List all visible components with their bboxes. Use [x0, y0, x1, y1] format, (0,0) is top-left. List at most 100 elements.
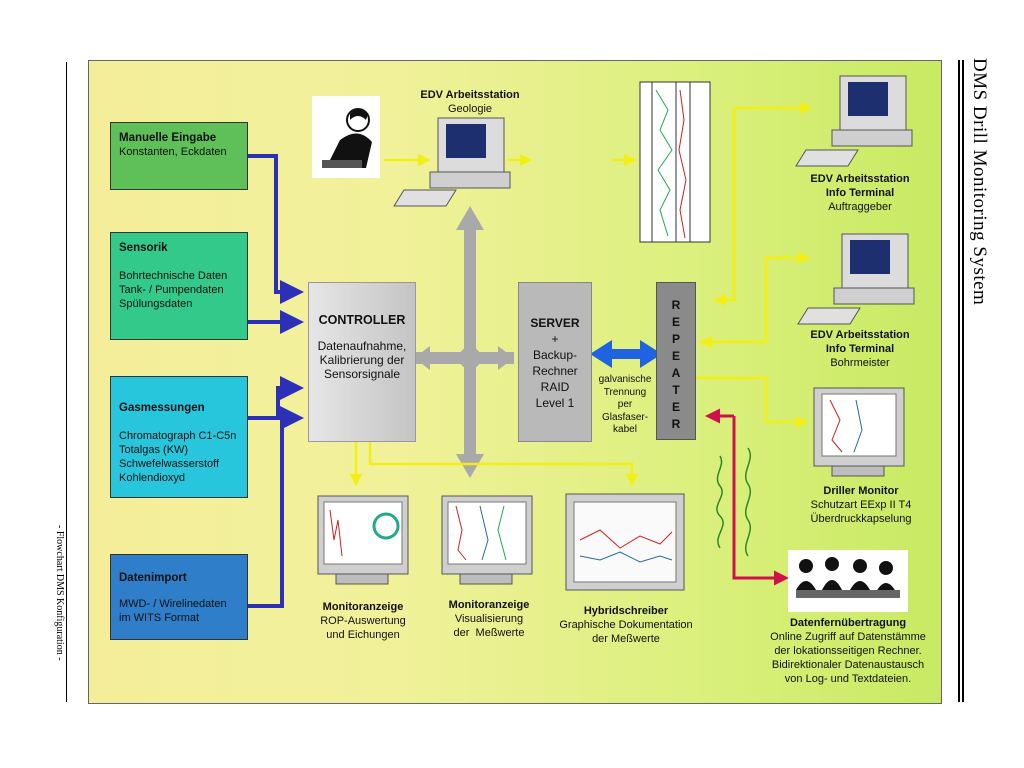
- sensorik-line: Spülungsdaten: [119, 298, 193, 310]
- separation-line: per: [617, 399, 633, 410]
- right-divider-1: [958, 60, 960, 702]
- auftraggeber-line: Auftraggeber: [828, 201, 892, 213]
- import-line: im WITS Format: [119, 612, 200, 624]
- gas-box: Gasmessungen Chromatograph C1-C5n Totalg…: [110, 376, 248, 498]
- separation-line: Trennung: [603, 386, 647, 398]
- server-line: Level 1: [535, 396, 575, 410]
- import-box: Datenimport MWD- / Wirelinedaten im WITS…: [110, 554, 248, 640]
- repeater-letter: E: [671, 315, 680, 329]
- controller-title: CONTROLLER: [318, 313, 406, 327]
- page-title: DMS Drill Monitoring System: [969, 58, 990, 306]
- repeater-letter: A: [671, 366, 681, 380]
- separation-line: kabel: [613, 424, 637, 435]
- auftraggeber-title: EDV Arbeitsstation: [810, 173, 910, 185]
- repeater-letter: R: [671, 298, 681, 312]
- driller-caption: Driller Monitor Schutzart EExp II T4 Übe…: [786, 484, 936, 526]
- rop-monitor-icon: [317, 495, 409, 585]
- arrow-import: [248, 406, 304, 608]
- remote-line: Bidirektionaler Datenaustausch: [771, 659, 925, 671]
- sensorik-line: Tank- / Pumpendaten: [119, 284, 224, 296]
- remote-caption: Datenfernübertragung Online Zugriff auf …: [752, 616, 944, 686]
- rop-title: Monitoranzeige: [322, 601, 404, 613]
- left-caption: - Flowchart DMS Konfiguration -: [54, 525, 65, 661]
- repeater-letter: E: [671, 400, 680, 414]
- meeting-people-icon: [788, 550, 908, 612]
- yellow-arrows: [349, 101, 813, 487]
- import-line: MWD- / Wirelinedaten: [119, 598, 227, 610]
- server-line: Backup-: [532, 348, 578, 362]
- geologie-line: Geologie: [447, 103, 493, 115]
- server-line: +: [551, 332, 559, 346]
- repeater-letter: P: [671, 332, 680, 346]
- rop-line: ROP-Auswertung: [320, 615, 406, 627]
- auftraggeber-line: Info Terminal: [825, 187, 895, 199]
- visual-monitor-icon: [441, 495, 533, 585]
- controller-line: Sensorsignale: [323, 367, 401, 381]
- gray-cross: [414, 206, 514, 478]
- repeater-letter: R: [671, 417, 681, 431]
- remote-line: Online Zugriff auf Datenstämme: [770, 631, 926, 643]
- server-box: SERVER + Backup- Rechner RAID Level 1: [518, 282, 592, 442]
- repeater-letter: T: [672, 383, 680, 397]
- geologie-caption: EDV Arbeitsstation Geologie: [400, 88, 540, 116]
- fiber-arrow: [590, 340, 662, 368]
- repeater-letter: E: [671, 349, 680, 363]
- separation-label: galvanische Trennung per Glasfaser- kabe…: [588, 374, 662, 437]
- gas-title: Gasmessungen: [119, 402, 205, 414]
- arrow-gas: [248, 376, 304, 420]
- remote-title: Datenfernübertragung: [789, 617, 907, 629]
- bohrmeister-line: Info Terminal: [825, 343, 895, 355]
- repeater-box: R E P E A T E R: [656, 282, 696, 440]
- gas-line: Totalgas (KW): [119, 444, 189, 456]
- gas-line: Chromatograph C1-C5n: [119, 430, 237, 442]
- hybrid-line: der Meßwerte: [592, 633, 660, 645]
- log-printout-icon: [639, 81, 711, 243]
- driller-line: Überdruckkapselung: [810, 513, 912, 525]
- sensorik-box: Sensorik Bohrtechnische Daten Tank- / Pu…: [110, 232, 248, 340]
- driller-line: Schutzart EExp II T4: [810, 499, 912, 511]
- arrow-manual: [248, 154, 304, 304]
- separation-line: Glasfaser-: [601, 411, 649, 423]
- controller-line: Datenaufnahme,: [317, 339, 407, 353]
- hybrid-caption: Hybridschreiber Graphische Dokumentation…: [548, 604, 704, 646]
- geologist-icon: [312, 96, 380, 178]
- sensorik-title: Sensorik: [119, 242, 168, 254]
- signal-waves-icon: [716, 447, 751, 557]
- separation-line: galvanische: [598, 374, 652, 385]
- sensorik-line: Bohrtechnische Daten: [119, 270, 228, 282]
- left-divider: [66, 62, 67, 702]
- manual-input-line: Konstanten, Eckdaten: [119, 146, 227, 158]
- visual-line: Visualisierung: [454, 613, 524, 625]
- bohrmeister-caption: EDV Arbeitsstation Info Terminal Bohrmei…: [790, 328, 930, 370]
- import-title: Datenimport: [119, 572, 187, 584]
- auftraggeber-caption: EDV Arbeitsstation Info Terminal Auftrag…: [790, 172, 930, 214]
- server-title: SERVER: [530, 316, 580, 330]
- remote-line: von Log- und Textdateien.: [784, 673, 912, 685]
- visual-line: der Meßwerte: [453, 627, 525, 639]
- right-divider-2: [962, 60, 964, 702]
- rop-caption: Monitoranzeige ROP-Auswertung und Eichun…: [298, 600, 428, 642]
- gas-line: Kohlendioxyd: [119, 472, 186, 484]
- controller-line: Kalibrierung der: [319, 353, 405, 367]
- input-arrows: [248, 154, 304, 608]
- hybrid-line: Graphische Dokumentation: [559, 619, 693, 631]
- remote-line: der lokationsseitigen Rechner.: [774, 645, 922, 657]
- workstation-bohrmeister-icon: [797, 233, 915, 325]
- remote-link: [705, 408, 789, 586]
- bohrmeister-title: EDV Arbeitsstation: [810, 329, 910, 341]
- workstation-geologie-icon: [393, 117, 511, 207]
- rop-line: und Eichungen: [326, 629, 400, 641]
- workstation-auftraggeber-icon: [795, 75, 913, 167]
- server-line: Rechner: [532, 364, 578, 378]
- driller-title: Driller Monitor: [823, 485, 899, 497]
- geologie-title: EDV Arbeitsstation: [420, 89, 520, 101]
- bohrmeister-line: Bohrmeister: [830, 357, 890, 369]
- controller-box: CONTROLLER Datenaufnahme, Kalibrierung d…: [308, 282, 416, 442]
- hybrid-recorder-icon: [565, 493, 685, 591]
- manual-input-box: Manuelle Eingabe Konstanten, Eckdaten: [110, 122, 248, 190]
- manual-input-title: Manuelle Eingabe: [119, 132, 217, 144]
- visual-title: Monitoranzeige: [448, 599, 530, 611]
- server-line: RAID: [540, 380, 570, 394]
- hybrid-title: Hybridschreiber: [583, 605, 669, 617]
